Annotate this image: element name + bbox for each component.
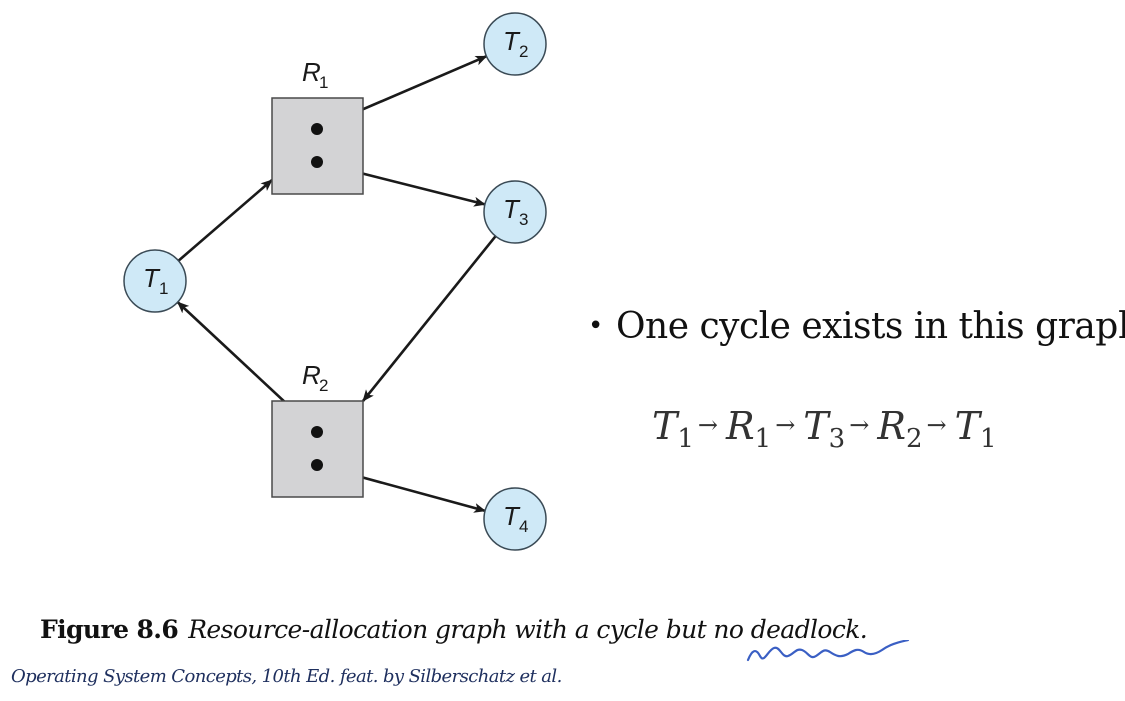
thread-circle — [483, 12, 547, 76]
request-edge-t3-r2 — [361, 235, 497, 402]
cycle-node-subscript: 1 — [754, 424, 772, 454]
cycle-path: T1→R1→T3→R2→T1 — [652, 404, 997, 454]
figure-number: Figure 8.6 — [40, 615, 179, 644]
thread-label-subscript: 3 — [519, 210, 528, 229]
resource-r1: R1 — [271, 57, 364, 195]
thread-label: T — [503, 194, 521, 224]
resource-box — [271, 400, 364, 498]
thread-label-subscript: 2 — [519, 42, 528, 61]
cycle-statement: • One cycle exists in this graph. — [588, 306, 1125, 347]
resource-label: R — [302, 57, 321, 87]
cycle-arrow-icon: → — [849, 411, 870, 439]
cycle-arrow-icon: → — [926, 411, 947, 439]
bullet-icon: • — [588, 311, 603, 341]
resource-label-subscript: 1 — [319, 73, 328, 92]
resource-instance-dot — [311, 123, 323, 135]
request-edge-t1-r1 — [177, 179, 273, 262]
handwritten-underline-annotation — [746, 640, 910, 662]
resource-label-subscript: 2 — [319, 376, 328, 395]
cycle-statement-text: One cycle exists in this graph. — [616, 306, 1125, 347]
thread-label: T — [143, 263, 161, 293]
thread-label: T — [503, 501, 521, 531]
cycle-node: T1 — [652, 404, 694, 454]
resource-r2: R2 — [271, 360, 364, 498]
cycle-node: R1 — [726, 404, 772, 454]
thread-label-subscript: 4 — [519, 517, 528, 536]
cycle-node: R2 — [877, 404, 923, 454]
thread-label: T — [503, 26, 521, 56]
cycle-node: T3 — [803, 404, 846, 454]
cycle-node-subscript: 1 — [979, 424, 997, 454]
resource-label: R — [302, 360, 321, 390]
resource-instance-dot — [311, 156, 323, 168]
cycle-arrow-icon: → — [697, 411, 719, 439]
cycle-node-subscript: 3 — [828, 424, 846, 454]
cycle-node-subscript: 2 — [905, 424, 923, 454]
figure-description: Resource-allocation graph with a cycle b… — [188, 615, 868, 644]
thread-circle — [483, 180, 547, 244]
source-citation: Operating System Concepts, 10th Ed. feat… — [11, 666, 562, 687]
resource-instance-dot — [311, 459, 323, 471]
thread-circle — [123, 249, 187, 313]
cycle-node-subscript: 1 — [677, 424, 694, 454]
cycle-node: T1 — [954, 404, 997, 454]
cycle-arrow-icon: → — [775, 411, 796, 439]
figure-caption: Figure 8.6 Resource-allocation graph with… — [40, 615, 868, 644]
resource-box — [271, 97, 364, 195]
thread-circle — [483, 487, 547, 551]
thread-label-subscript: 1 — [159, 279, 168, 298]
resource-instance-dot — [311, 426, 323, 438]
